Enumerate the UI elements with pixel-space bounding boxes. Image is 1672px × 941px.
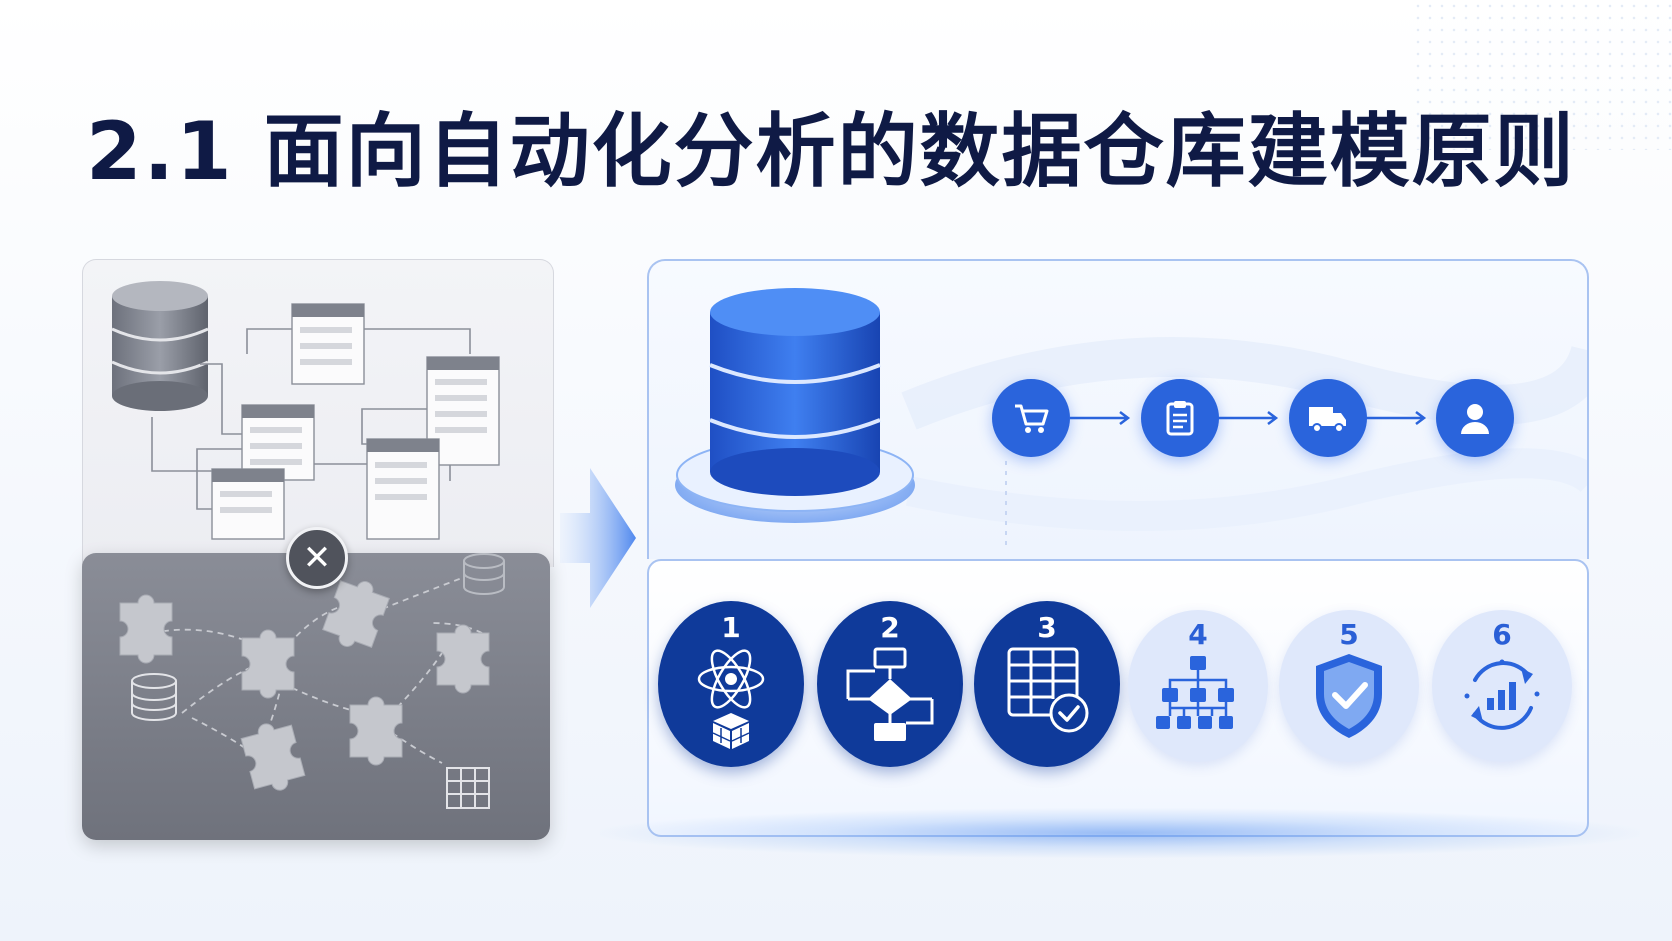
flowchart-icon — [846, 647, 934, 741]
principle-6: 6 — [1432, 610, 1572, 762]
outline-database-icon — [131, 673, 177, 721]
er-table-4 — [211, 468, 285, 540]
principle-number: 2 — [880, 611, 900, 644]
principle-1: 1 — [658, 601, 804, 767]
er-table-5 — [366, 438, 440, 540]
principle-number: 1 — [721, 611, 741, 644]
process-step-order — [1141, 379, 1219, 457]
user-icon — [1461, 404, 1489, 434]
principle-number: 6 — [1492, 618, 1512, 651]
outline-table-icon — [446, 767, 490, 809]
er-table-2 — [241, 404, 315, 481]
table-check-icon — [1007, 647, 1089, 733]
puzzle-piece-icon — [436, 624, 490, 694]
process-step-customer — [1436, 379, 1514, 457]
glow-base — [600, 808, 1640, 858]
close-icon: ✕ — [286, 527, 348, 589]
puzzle-piece-icon — [119, 594, 173, 664]
delivery-truck-icon — [1309, 407, 1346, 433]
process-step-delivery — [1289, 379, 1367, 457]
principle-2: 2 — [817, 601, 963, 767]
fragmented-data-panel — [82, 553, 550, 840]
fragmented-puzzle-diagram — [119, 553, 505, 809]
atom-cube-icon — [697, 649, 765, 749]
puzzle-piece-icon — [241, 629, 295, 699]
shield-check-icon — [1316, 654, 1382, 738]
puzzle-connectors — [151, 577, 483, 764]
page-title: 2.1 面向自动化分析的数据仓库建模原则 — [86, 105, 1576, 198]
principle-number: 3 — [1037, 611, 1057, 644]
er-table-1 — [291, 303, 365, 385]
process-step-cart — [992, 379, 1070, 457]
refresh-chart-icon — [1464, 659, 1540, 730]
legacy-er-diagram — [111, 281, 500, 540]
principle-4: 4 — [1128, 610, 1268, 762]
puzzle-piece-icon — [349, 696, 403, 766]
process-flow-arrows — [1070, 411, 1427, 425]
gray-database-icon — [111, 281, 209, 411]
clipboard-icon — [1166, 401, 1194, 436]
principle-3: 3 — [974, 601, 1120, 767]
principle-number: 4 — [1188, 618, 1208, 651]
blue-database-icon — [675, 288, 915, 523]
transition-arrow-icon — [560, 468, 636, 608]
shopping-cart-icon — [1015, 404, 1049, 433]
decorative-dot-grid — [1412, 0, 1672, 150]
principle-5: 5 — [1279, 610, 1419, 762]
hierarchy-icon — [1156, 656, 1234, 729]
puzzle-piece-icon — [238, 716, 308, 798]
principle-number: 5 — [1339, 618, 1359, 651]
outline-database-icon — [463, 553, 505, 595]
